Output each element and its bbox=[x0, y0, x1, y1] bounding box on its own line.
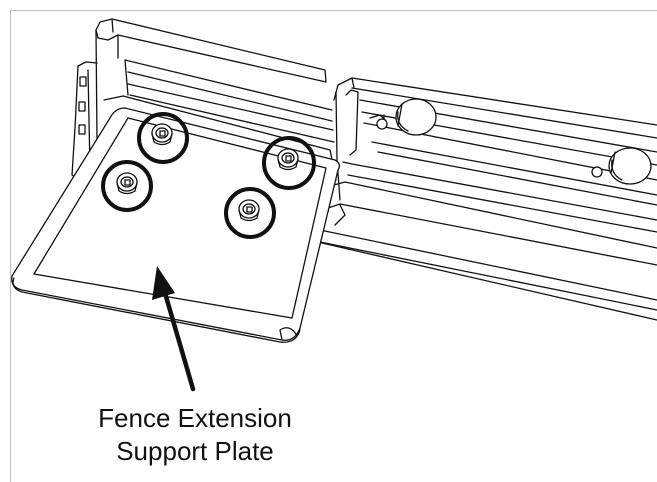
callout-arrow bbox=[152, 266, 196, 392]
screw-highlight-circle-top-left bbox=[137, 112, 189, 164]
fence-extension-support-plate bbox=[11, 107, 341, 343]
callout-label-line-1: Fence Extension bbox=[98, 403, 292, 433]
screw-top-left bbox=[151, 123, 173, 146]
callout-label: Fence Extension Support Plate bbox=[40, 402, 350, 468]
screw-bottom-right bbox=[238, 199, 260, 222]
callout-label-line-2: Support Plate bbox=[116, 436, 274, 466]
main-fence-body bbox=[315, 77, 657, 321]
screw-highlight-circle-bottom-left bbox=[101, 160, 153, 212]
fence-lock-knob-left bbox=[376, 98, 437, 136]
screw-bottom-left bbox=[116, 172, 138, 195]
screw-top-right bbox=[277, 148, 299, 171]
screw-highlight-circle-top-right bbox=[262, 136, 316, 190]
fence-lock-knob-right bbox=[591, 147, 652, 185]
screw-highlight-circle-bottom-right bbox=[224, 187, 276, 239]
